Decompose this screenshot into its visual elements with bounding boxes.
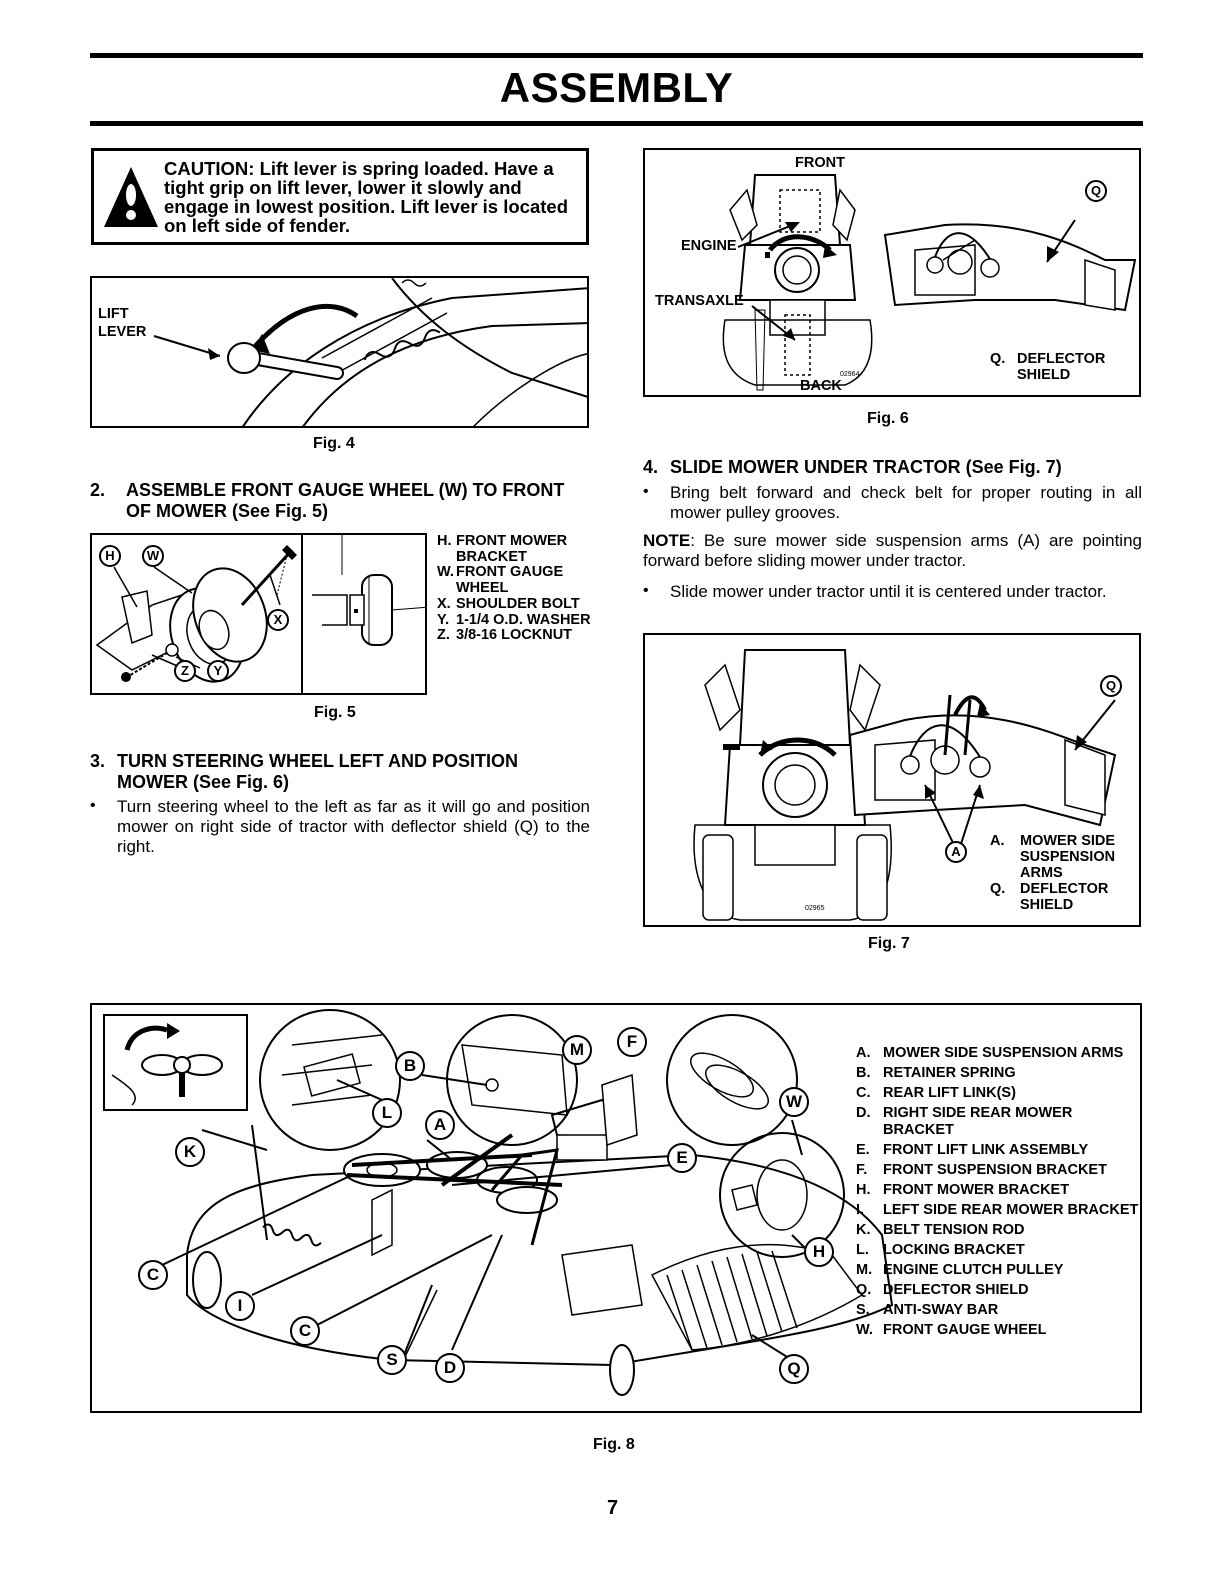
- fig5-label-y: Y: [207, 660, 229, 682]
- page-number: 7: [606, 1497, 619, 1519]
- fig6-caption: Fig. 6: [867, 410, 909, 427]
- note-label: NOTE: [643, 531, 691, 550]
- fig4-illustration: LIFT LEVER: [90, 276, 589, 428]
- section4-note: NOTE: Be sure mower side suspension arms…: [643, 531, 1142, 571]
- fig8-illustration: B M F W L A K E H C I C S D Q: [90, 1003, 1142, 1413]
- title-rule: [90, 121, 1143, 126]
- section4-heading: 4. SLIDE MOWER UNDER TRACTOR (See Fig. 7…: [643, 457, 1143, 478]
- fig7-legend-item: A.MOWER SIDE SUSPENSION ARMS: [990, 833, 1116, 881]
- section2-heading-text: ASSEMBLE FRONT GAUGE WHEEL (W) TO FRONT …: [126, 480, 565, 521]
- note-text: : Be sure mower side suspension arms (A)…: [643, 531, 1142, 570]
- section4-heading-text: SLIDE MOWER UNDER TRACTOR (See Fig. 7): [670, 457, 1062, 477]
- fig6-illustration: FRONT ENGINE TRANSAXLE BACK 02964 Q Q. D…: [643, 148, 1141, 397]
- fig5-legend-item: W.FRONT GAUGE WHEEL: [437, 564, 564, 597]
- page-title: ASSEMBLY: [499, 64, 734, 111]
- fig8-label-i: I: [225, 1291, 255, 1321]
- fig4-caption: Fig. 4: [313, 435, 355, 452]
- section3-bullet: • Turn steering wheel to the left as far…: [90, 797, 590, 856]
- fig6-part-number: 02964: [840, 371, 860, 378]
- fig7-label-a: A: [945, 841, 967, 863]
- section4-bullet1: • Bring belt forward and check belt for …: [643, 483, 1142, 522]
- fig5-illustration: H W X Z Y: [90, 533, 427, 695]
- fig5-drawing: [95, 535, 425, 693]
- fig6-legend-line1: DEFLECTOR: [1017, 351, 1106, 367]
- fig7-illustration: A Q 02965 A.MOWER SIDE SUSPENSION ARMS Q…: [643, 633, 1141, 927]
- fig7-legend: A.MOWER SIDE SUSPENSION ARMS Q.DEFLECTOR…: [990, 833, 1139, 913]
- section3-bullet-text: Turn steering wheel to the left as far a…: [117, 797, 590, 856]
- fig5-legend-item: X.SHOULDER BOLT: [437, 595, 580, 612]
- fig5-label-z: Z: [174, 660, 196, 682]
- fig6-drawing: [722, 174, 1137, 391]
- fig8-label-d: D: [435, 1353, 465, 1383]
- fig8-legend-item: C.REAR LIFT LINK(S): [856, 1085, 1016, 1101]
- fig6-engine-label: ENGINE: [681, 238, 737, 254]
- fig6-back-label: BACK: [800, 378, 842, 394]
- fig5-legend: H.FRONT MOWER BRACKET W.FRONT GAUGE WHEE…: [437, 533, 597, 644]
- warning-icon: [104, 167, 158, 227]
- section2-number: 2.: [90, 480, 106, 500]
- fig7-caption: Fig. 7: [868, 935, 910, 952]
- fig8-label-w: W: [779, 1087, 809, 1117]
- fig8-legend: A.MOWER SIDE SUSPENSION ARMS B.RETAINER …: [856, 1045, 1146, 1342]
- fig8-legend-item: B.RETAINER SPRING: [856, 1065, 1016, 1081]
- fig8-label-m: M: [562, 1035, 592, 1065]
- caution-box: CAUTION: Lift lever is spring loaded. Ha…: [91, 148, 589, 245]
- fig4-lift-label: LIFT: [98, 306, 129, 322]
- fig5-legend-item: Y.1-1/4 O.D. WASHER: [437, 611, 591, 628]
- fig8-caption: Fig. 8: [593, 1436, 635, 1453]
- fig8-legend-item: E.FRONT LIFT LINK ASSEMBLY: [856, 1141, 1089, 1158]
- fig8-label-b: B: [395, 1051, 425, 1081]
- fig6-transaxle-label: TRANSAXLE: [655, 293, 744, 309]
- section4-number: 4.: [643, 457, 659, 477]
- fig8-legend-item: H.FRONT MOWER BRACKET: [856, 1181, 1070, 1198]
- fig8-label-k: K: [175, 1137, 205, 1167]
- fig8-drawing: [103, 1009, 894, 1396]
- fig8-label-c-left: C: [138, 1260, 168, 1290]
- fig8-legend-item: F.FRONT SUSPENSION BRACKET: [856, 1161, 1107, 1178]
- fig6-front-label: FRONT: [795, 155, 845, 171]
- fig6-label-q: Q: [1085, 180, 1107, 202]
- section3-heading-text: TURN STEERING WHEEL LEFT AND POSITION MO…: [117, 751, 519, 792]
- fig5-legend-item: H.FRONT MOWER BRACKET: [437, 533, 568, 565]
- fig8-legend-item: S.ANTI-SWAY BAR: [856, 1301, 999, 1318]
- fig5-legend-item: Z.3/8-16 LOCKNUT: [437, 627, 573, 644]
- caution-text: CAUTION: Lift lever is spring loaded. Ha…: [164, 158, 568, 236]
- fig4-lever-label: LEVER: [98, 324, 147, 340]
- fig6-legend-line2: SHIELD: [1017, 367, 1071, 383]
- fig5-label-h: H: [99, 545, 121, 567]
- fig8-label-e: E: [667, 1143, 697, 1173]
- section3-heading: 3. TURN STEERING WHEEL LEFT AND POSITION…: [90, 751, 590, 793]
- section4-bullet1-text: Bring belt forward and check belt for pr…: [670, 483, 1142, 522]
- fig8-legend-item: I.LEFT SIDE REAR MOWER BRACKET: [856, 1201, 1139, 1218]
- section4-bullet2-text: Slide mower under tractor until it is ce…: [670, 582, 1107, 601]
- fig7-part-number: 02965: [805, 905, 825, 912]
- fig5-label-w: W: [142, 545, 164, 567]
- fig8-legend-item: W.FRONT GAUGE WHEEL: [856, 1321, 1047, 1338]
- fig4-drawing: [153, 278, 587, 426]
- fig6-legend-key: Q.: [990, 351, 1006, 367]
- fig7-label-q: Q: [1100, 675, 1122, 697]
- fig8-legend-item: Q.DEFLECTOR SHIELD: [856, 1281, 1029, 1298]
- fig8-legend-item: K.BELT TENSION ROD: [856, 1221, 1025, 1238]
- fig8-label-l: L: [372, 1098, 402, 1128]
- fig7-legend-item: Q.DEFLECTOR SHIELD: [990, 881, 1109, 913]
- fig5-label-x: X: [267, 609, 289, 631]
- fig8-legend-item: M.ENGINE CLUTCH PULLEY: [856, 1261, 1064, 1278]
- fig7-drawing: [693, 649, 1117, 921]
- top-rule: [90, 53, 1143, 58]
- fig8-label-c-mid: C: [290, 1316, 320, 1346]
- fig8-legend-item: D.RIGHT SIDE REAR MOWER BRACKET: [856, 1105, 1073, 1138]
- fig8-label-q: Q: [779, 1354, 809, 1384]
- fig8-label-a: A: [425, 1110, 455, 1140]
- fig8-label-s: S: [377, 1345, 407, 1375]
- fig5-caption: Fig. 5: [314, 704, 356, 721]
- fig8-legend-item: L.LOCKING BRACKET: [856, 1241, 1025, 1258]
- section2-heading: 2. ASSEMBLE FRONT GAUGE WHEEL (W) TO FRO…: [90, 480, 590, 522]
- fig8-label-f: F: [617, 1027, 647, 1057]
- fig8-label-h: H: [804, 1237, 834, 1267]
- fig8-legend-item: A.MOWER SIDE SUSPENSION ARMS: [856, 1045, 1124, 1061]
- section3-number: 3.: [90, 751, 106, 771]
- section4-bullet2: • Slide mower under tractor until it is …: [643, 582, 1142, 602]
